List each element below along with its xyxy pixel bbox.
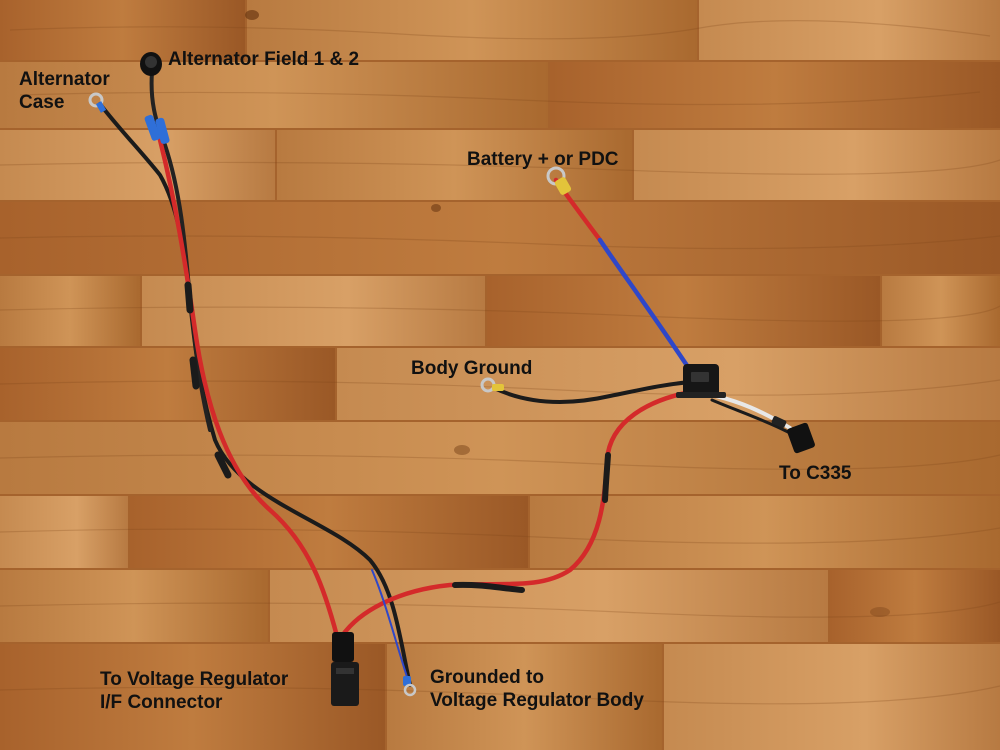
label-alternator-case-line2: Case	[19, 92, 65, 113]
blue-butt-connectors	[144, 114, 170, 144]
connectors	[88, 52, 815, 706]
c335-connector	[771, 416, 815, 454]
label-alternator-case: Alternator Case	[19, 68, 110, 114]
label-to-c335: To C335	[779, 463, 852, 484]
red-field-wire	[157, 137, 341, 643]
label-body-ground: Body Ground	[411, 358, 533, 379]
wire-harness	[98, 70, 792, 687]
label-grounded-line2: Voltage Regulator Body	[430, 690, 644, 711]
label-voltage-regulator-line1: To Voltage Regulator	[100, 669, 289, 690]
vr-if-connector	[331, 632, 359, 706]
black-c335-wire	[710, 398, 790, 434]
battery-ring-terminal	[546, 166, 572, 195]
case-ring-terminal	[88, 92, 107, 113]
alternator-field-connector	[140, 52, 162, 76]
label-battery: Battery + or PDC	[467, 149, 619, 170]
relay-module	[676, 364, 726, 398]
black-body-ground-wire	[492, 380, 692, 404]
blue-battery-wire	[597, 237, 693, 373]
label-grounded: Grounded to Voltage Regulator Body	[430, 666, 644, 712]
label-voltage-regulator-line2: I/F Connector	[100, 692, 223, 713]
grounded-ring-terminal	[403, 676, 417, 697]
black-field-wire	[149, 70, 212, 432]
label-alternator-field: Alternator Field 1 & 2	[168, 49, 360, 70]
label-voltage-regulator: To Voltage Regulator I/F Connector	[100, 668, 288, 714]
body-ground-ring-terminal	[480, 377, 504, 393]
label-alternator-case-line1: Alternator	[19, 69, 110, 90]
label-grounded-line1: Grounded to	[430, 667, 544, 688]
red-relay-wire	[339, 389, 693, 639]
